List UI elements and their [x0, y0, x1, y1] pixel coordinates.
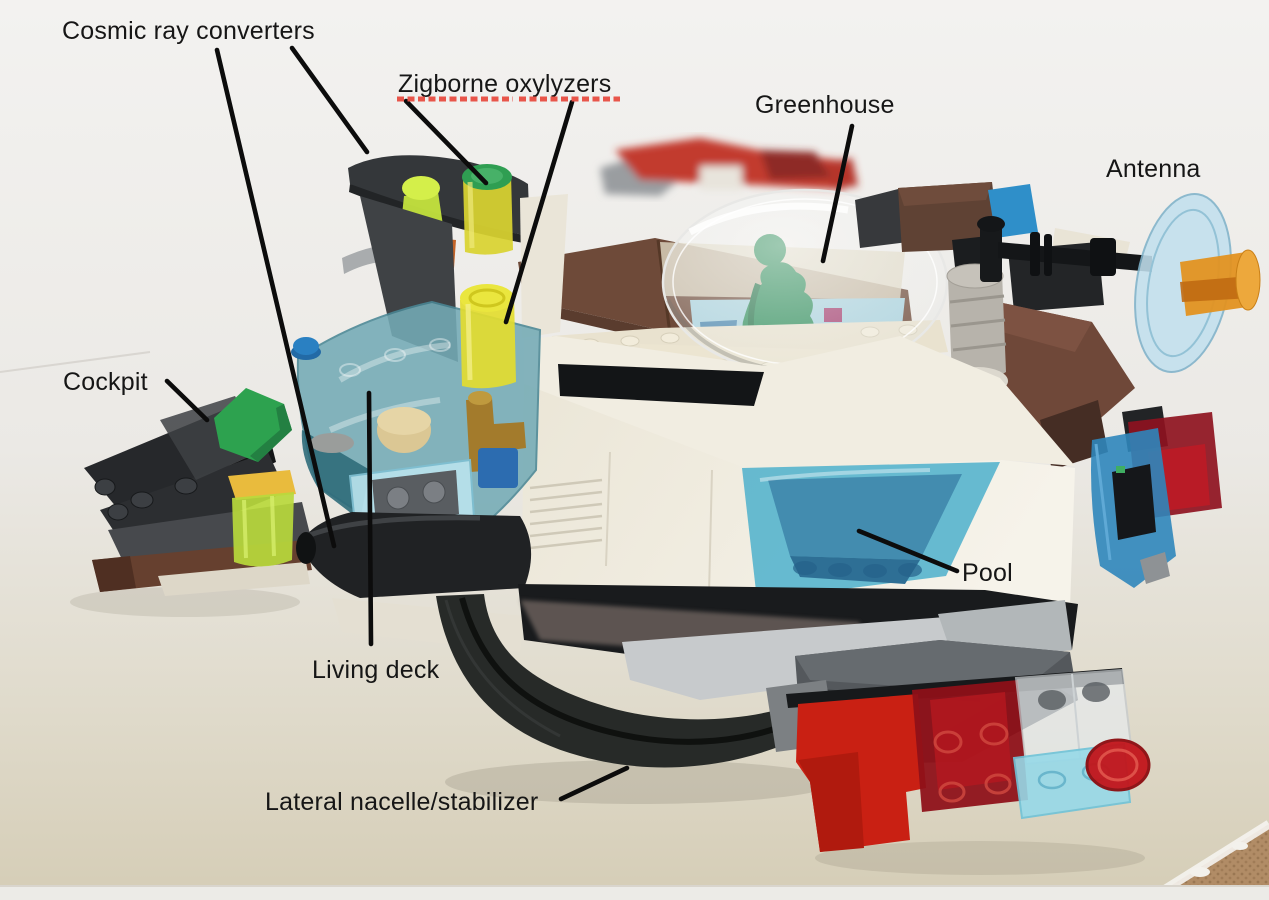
- label-cosmic-ray-converters: Cosmic ray converters: [62, 17, 315, 45]
- greenhouse-leader: [820, 123, 855, 264]
- nacelle-red-shade: [798, 752, 864, 852]
- antenna-mast: [980, 224, 1002, 282]
- neon-cone-cap: [402, 176, 440, 200]
- windscreen-opening: [1112, 464, 1156, 540]
- lower-oxylyzer-top: [460, 284, 514, 312]
- tan-cylinder-top: [377, 407, 431, 435]
- blurred-background-bricks: [600, 138, 858, 196]
- blue-brick: [478, 448, 518, 488]
- nose-tip: [296, 532, 316, 564]
- lower-oxylyzer-highlight: [465, 303, 473, 381]
- oxylyzer-highlight: [467, 181, 475, 249]
- trans-green-brick: [232, 492, 294, 567]
- starboard-gray-bit: [1140, 552, 1170, 584]
- zigborne-leader-upper: [403, 98, 489, 186]
- label-greenhouse: Greenhouse: [755, 91, 895, 119]
- label-lateral-nacelle: Lateral nacelle/stabilizer: [265, 788, 538, 816]
- wing-white-sliver: [158, 562, 310, 596]
- pool-studs: [793, 561, 922, 578]
- hull-seams: [605, 451, 713, 595]
- rod-ring-1: [1030, 232, 1040, 276]
- trans-red-glow: [930, 692, 1012, 790]
- nacelle-shadow: [815, 841, 1145, 875]
- clear-brick-seam: [1071, 673, 1081, 759]
- wing-brown-end: [92, 556, 136, 592]
- stern-brown-facet: [898, 182, 992, 206]
- trans-red-studs: [933, 722, 1012, 803]
- stand-shadow: [445, 760, 835, 804]
- starboard-edge-parts: [1091, 406, 1222, 588]
- stern-gray-wedge: [855, 188, 908, 248]
- silver-disc: [310, 433, 354, 453]
- label-cockpit: Cockpit: [63, 368, 148, 396]
- pool-glass-highlight: [759, 468, 931, 482]
- hull-grille: [529, 478, 603, 550]
- cosmic-leader-spike: [289, 45, 370, 155]
- pool-deep-end: [790, 556, 920, 584]
- zigborne-leader-lower: [503, 99, 575, 325]
- rod-coupler: [1090, 238, 1116, 276]
- hull-left-sliver: [520, 194, 568, 338]
- mast-head: [977, 216, 1005, 232]
- foreground: [0, 820, 1269, 900]
- stand-ring-groove: [459, 597, 804, 745]
- hull-black-panel: [558, 364, 764, 406]
- stern-brown-hull-facet: [998, 302, 1092, 352]
- pool-slope: [768, 474, 962, 560]
- blue-stud: [293, 337, 319, 355]
- trans-green-glow: [242, 495, 276, 559]
- windscreen-highlight: [1094, 443, 1112, 561]
- lower-oxylyzer-body: [460, 296, 516, 389]
- nose-highlight: [309, 515, 481, 538]
- orange-cone-band: [1180, 276, 1252, 302]
- nacelle-trans-red-cap: [1085, 738, 1151, 792]
- arm-top-facet: [795, 640, 1070, 686]
- antenna-assembly: [946, 193, 1261, 395]
- wing-shadow: [70, 587, 300, 617]
- label-living-deck: Living deck: [312, 656, 440, 684]
- tank-rings: [949, 294, 1007, 352]
- zigborne-oxylyzer-lower: [460, 284, 516, 389]
- canopy-reflections: [328, 342, 451, 433]
- label-antenna: Antenna: [1106, 155, 1201, 183]
- stand-ring-highlight: [444, 599, 561, 738]
- lower-oxylyzer-ring: [468, 288, 506, 308]
- clear-brick-stud-1: [1038, 690, 1066, 710]
- cosmic-leader-nose: [214, 47, 337, 549]
- window-gauge-1: [386, 486, 410, 510]
- hull: [520, 194, 1075, 644]
- paper-scrap-1: [1190, 867, 1210, 877]
- window-gauge-2: [422, 480, 446, 504]
- cockpit-leader: [164, 378, 210, 423]
- red-nacelle: [786, 668, 1151, 852]
- annotations: Cosmic ray converters Zigborne oxylyzers…: [62, 17, 1201, 816]
- gold-stud: [468, 391, 492, 405]
- cockpit: [160, 388, 292, 480]
- wing-studs: [94, 477, 198, 521]
- nose-cone: [300, 512, 532, 598]
- dome-highlight: [688, 202, 849, 236]
- rod-ring-2: [1044, 234, 1052, 276]
- pool-leader: [856, 528, 960, 574]
- zigborne-oxylyzer-upper: [463, 174, 513, 255]
- cockpit-tile-shade: [250, 404, 292, 462]
- cosmic-ray-converter-nose: [228, 470, 532, 598]
- pool-window: [742, 462, 1000, 600]
- label-pool: Pool: [962, 559, 1013, 587]
- lateral-leader: [558, 765, 630, 802]
- wall-crease: [0, 351, 151, 373]
- clear-brick-stud-2: [1082, 682, 1110, 702]
- living-deck-leader: [366, 390, 374, 647]
- windscreen-green-glint: [1116, 466, 1125, 473]
- stand-ring: [436, 594, 808, 768]
- yellow-cap-brick: [228, 470, 296, 500]
- label-zigborne-oxylyzers: Zigborne oxylyzers: [398, 70, 611, 98]
- bottom-strip: [0, 886, 1269, 900]
- orange-cone-cap: [1235, 249, 1261, 311]
- paper-scrap-2: [1232, 842, 1248, 850]
- canopy-studs: [339, 338, 451, 377]
- red-cap-ring: [1097, 748, 1139, 782]
- oxylyzer-green-cap-inner: [471, 168, 503, 184]
